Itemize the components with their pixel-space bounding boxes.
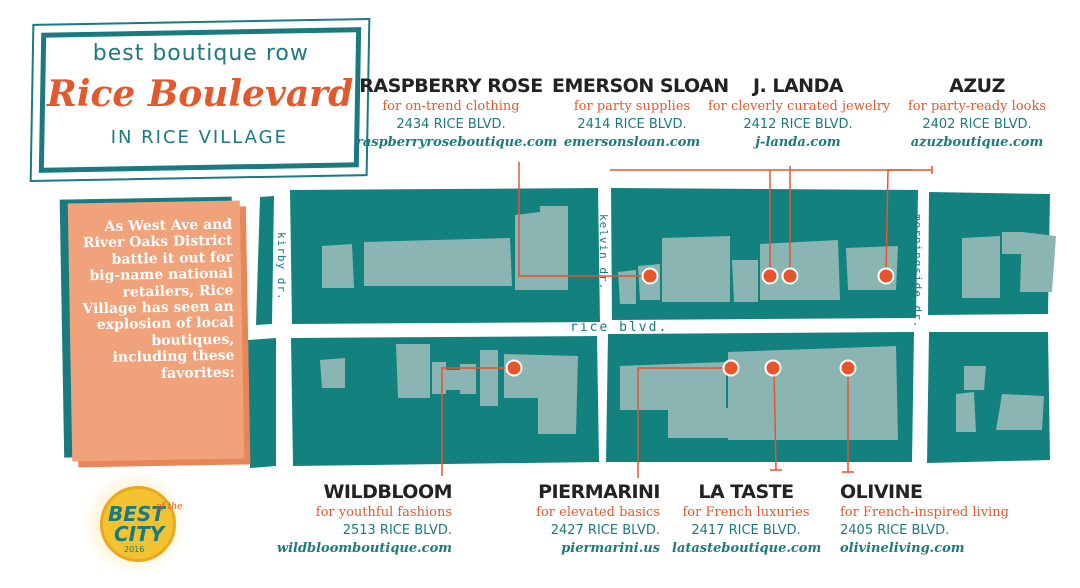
store-name: WILDBLOOM [323, 481, 452, 503]
store-name: AZUZ [949, 75, 1005, 97]
marker-wildbloom [505, 359, 523, 377]
store-address: 2427 RICE BLVD. [550, 523, 660, 538]
store-website-link[interactable]: olivineliving.com [840, 541, 965, 556]
store-emerson-sloan: EMERSON SLOAN for party supplies 2414 RI… [552, 74, 729, 152]
building [1002, 232, 1024, 254]
store-description: for party-ready looks [907, 99, 1047, 114]
store-name: OLIVINE [840, 481, 923, 503]
connector-piermarini [637, 367, 731, 478]
store-website-link[interactable]: j-landa.com [755, 135, 841, 150]
building [996, 394, 1044, 430]
block-north-1 [256, 196, 274, 325]
store-website-link[interactable]: wildbloomboutique.com [276, 541, 452, 556]
block-south-1 [248, 338, 276, 468]
store-website-link[interactable]: emersonsloan.com [563, 135, 701, 150]
store-j-landa: J. LANDA for cleverly curated jewelry 24… [708, 74, 891, 152]
store-description: for cleverly curated jewelry [708, 99, 891, 114]
store-address: 2402 RICE BLVD. [922, 117, 1032, 132]
building [662, 236, 730, 302]
building [396, 344, 430, 398]
store-description: for youthful fashions [315, 505, 452, 520]
street-rice-blvd: rice blvd. [570, 320, 668, 335]
store-address: 2417 RICE BLVD. [691, 523, 801, 538]
connector-azuz [885, 169, 912, 277]
street-morningside-dr: morningside dr. [911, 214, 924, 328]
store-name: RASPBERRY ROSE [359, 75, 543, 97]
store-description: for French luxuries [682, 505, 810, 520]
store-website-link[interactable]: latasteboutique.com [672, 541, 822, 556]
intro-text: As West Ave and River Oaks District batt… [82, 216, 235, 382]
marker-raspberry-rose [641, 267, 659, 285]
title-main: Rice Boulevard [46, 72, 354, 116]
building [846, 246, 898, 290]
building [668, 408, 728, 438]
store-la-taste: LA TASTE for French luxuries 2417 RICE B… [672, 480, 822, 558]
building [322, 244, 354, 288]
badge-year-text: 2016 [124, 545, 145, 554]
building [760, 240, 840, 300]
store-website-link[interactable]: piermarini.us [561, 541, 660, 556]
store-name: EMERSON SLOAN [552, 75, 729, 97]
badge-city-text: CITY [114, 522, 165, 546]
title-subtitle: IN RICE VILLAGE [110, 127, 288, 149]
store-description: for on-trend clothing [382, 99, 520, 114]
store-address: 2513 RICE BLVD. [342, 523, 452, 538]
store-address: 2434 RICE BLVD. [396, 117, 506, 132]
store-website-link[interactable]: raspberryroseboutique.com [356, 135, 558, 150]
marker-piermarini [722, 359, 740, 377]
street-kirby-dr: kirby dr. [275, 232, 288, 301]
building [1020, 232, 1056, 292]
street-kelvin-dr: kelvin dr. [597, 214, 610, 290]
store-address: 2414 RICE BLVD. [577, 117, 687, 132]
best-of-city-badge [100, 486, 176, 562]
connector-wildbloom [441, 367, 514, 476]
connector-raspberry-rose [518, 162, 650, 277]
store-azuz: AZUZ for party-ready looks 2402 RICE BLV… [892, 74, 1062, 152]
badge-best-text: BEST [108, 502, 165, 526]
store-olivine: OLIVINE for French-inspired living 2405 … [840, 480, 1040, 558]
marker-olivine [839, 359, 857, 377]
store-raspberry-rose: RASPBERRY ROSE for on-trend clothing 243… [356, 74, 558, 152]
store-name: LA TASTE [698, 481, 794, 503]
store-name: PIERMARINI [538, 481, 660, 503]
store-website-link[interactable]: azuzboutique.com [910, 135, 1044, 150]
marker-emerson-sloan [761, 267, 779, 285]
store-description: for elevated basics [536, 505, 660, 520]
title-tagline: best boutique row [92, 40, 309, 66]
building [732, 260, 758, 302]
building [364, 238, 512, 286]
connector-la-taste [773, 367, 777, 471]
store-address: 2405 RICE BLVD. [840, 523, 950, 538]
badge-of-text: of the [156, 502, 183, 512]
building [620, 362, 726, 410]
intro-box: As West Ave and River Oaks District batt… [67, 200, 245, 462]
building [540, 206, 568, 232]
building [964, 366, 986, 390]
marker-azuz [877, 267, 895, 285]
store-description: for French-inspired living [840, 505, 1009, 520]
building [956, 392, 976, 432]
building [446, 370, 460, 390]
store-address: 2412 RICE BLVD. [743, 117, 853, 132]
building [460, 364, 476, 394]
building [480, 350, 498, 406]
store-wildbloom: WILDBLOOM for youthful fashions 2513 RIC… [272, 480, 453, 558]
building [618, 270, 636, 304]
building [504, 354, 578, 434]
building [432, 362, 446, 394]
store-name: J. LANDA [752, 75, 844, 97]
building [962, 236, 1000, 298]
building [320, 358, 345, 388]
marker-j-landa [781, 267, 799, 285]
store-description: for party supplies [573, 99, 691, 114]
title-card: best boutique row Rice Boulevard IN RICE… [38, 27, 362, 173]
building [728, 346, 898, 440]
store-piermarini: PIERMARINI for elevated basics 2427 RICE… [520, 480, 660, 558]
marker-la-taste [764, 359, 782, 377]
